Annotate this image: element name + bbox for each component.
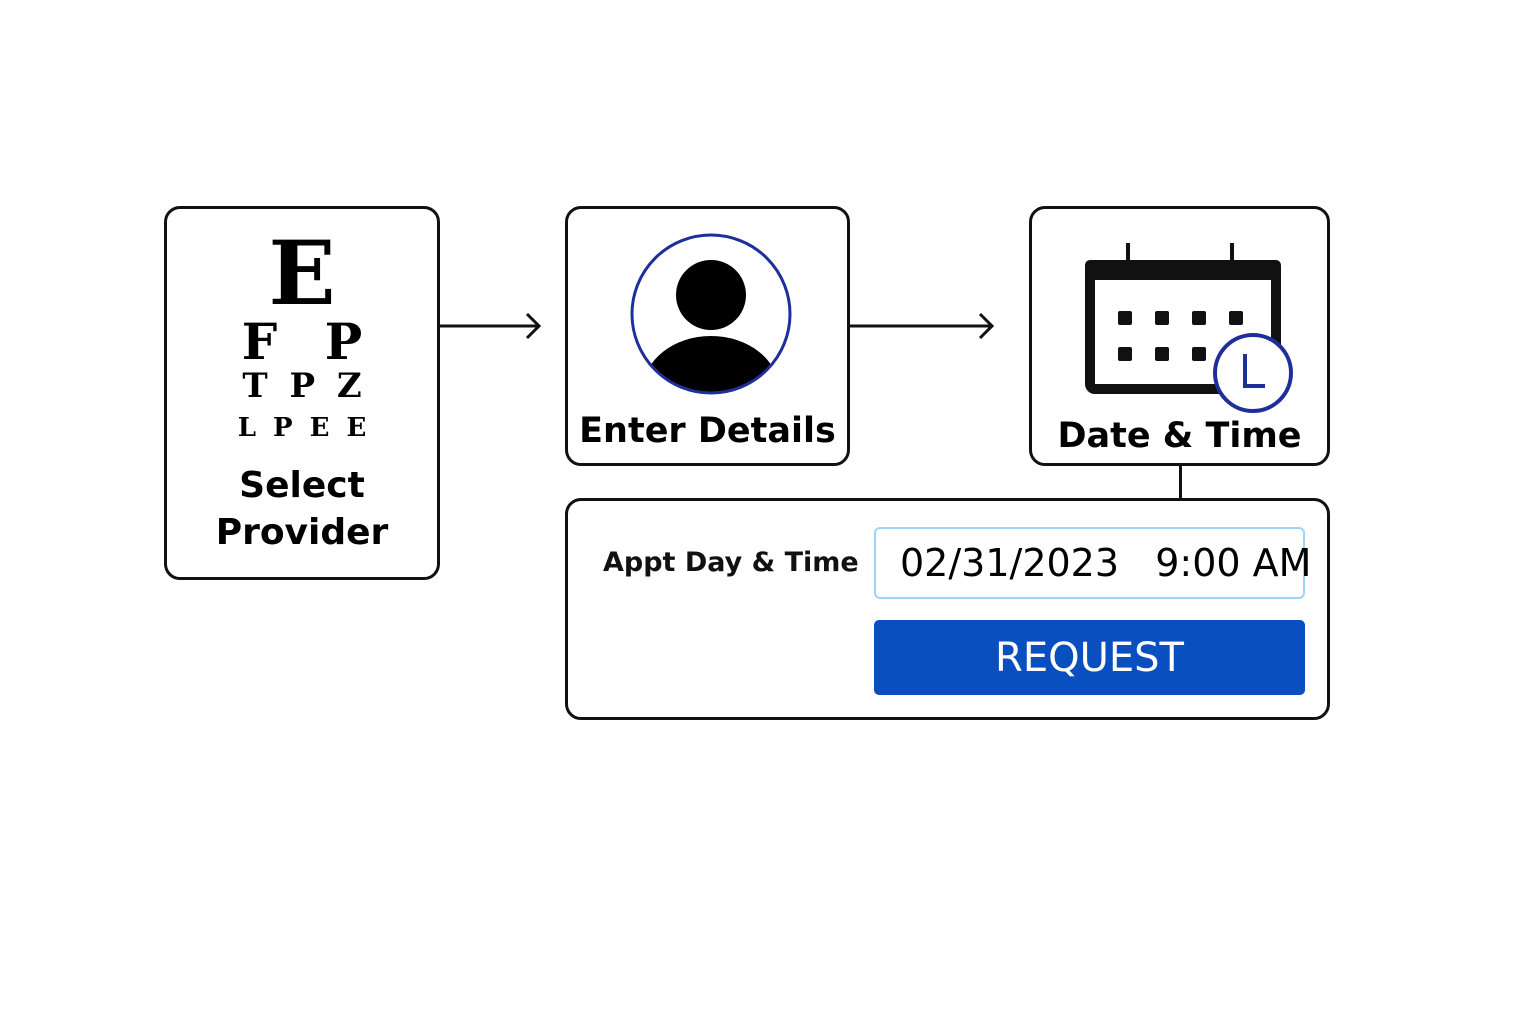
request-button[interactable]: REQUEST: [874, 620, 1305, 695]
calendar-clock-icon: [1085, 243, 1293, 413]
eye-chart-line-3: T P Z: [242, 366, 362, 406]
request-button-label: REQUEST: [995, 634, 1184, 681]
select-provider-card[interactable]: E F P T P Z L P E E Select Provider: [164, 206, 440, 580]
appointment-form-panel: Appt Day & Time 02/31/2023 9:00 AM REQUE…: [565, 498, 1330, 720]
date-time-label: Date & Time: [1057, 416, 1302, 456]
enter-details-label: Enter Details: [579, 411, 836, 451]
eye-chart-line-4: L P E E: [237, 413, 367, 443]
select-provider-label: Select Provider: [167, 463, 437, 557]
connector-line: [1179, 466, 1182, 498]
eye-chart-line-2: F P: [241, 312, 363, 371]
select-provider-label-line-2: Provider: [215, 511, 389, 553]
date-time-card[interactable]: Date & Time: [1029, 206, 1330, 466]
arrow-right-icon: [440, 312, 542, 340]
arrow-right-icon: [850, 312, 995, 340]
appt-datetime-input[interactable]: 02/31/2023 9:00 AM: [874, 527, 1311, 599]
appt-day-time-label: Appt Day & Time: [603, 547, 859, 578]
select-provider-label-line-1: Select: [239, 465, 365, 506]
eye-chart-line-1: E: [268, 221, 336, 325]
enter-details-card[interactable]: Enter Details: [565, 206, 850, 466]
user-avatar-icon: [630, 233, 792, 395]
